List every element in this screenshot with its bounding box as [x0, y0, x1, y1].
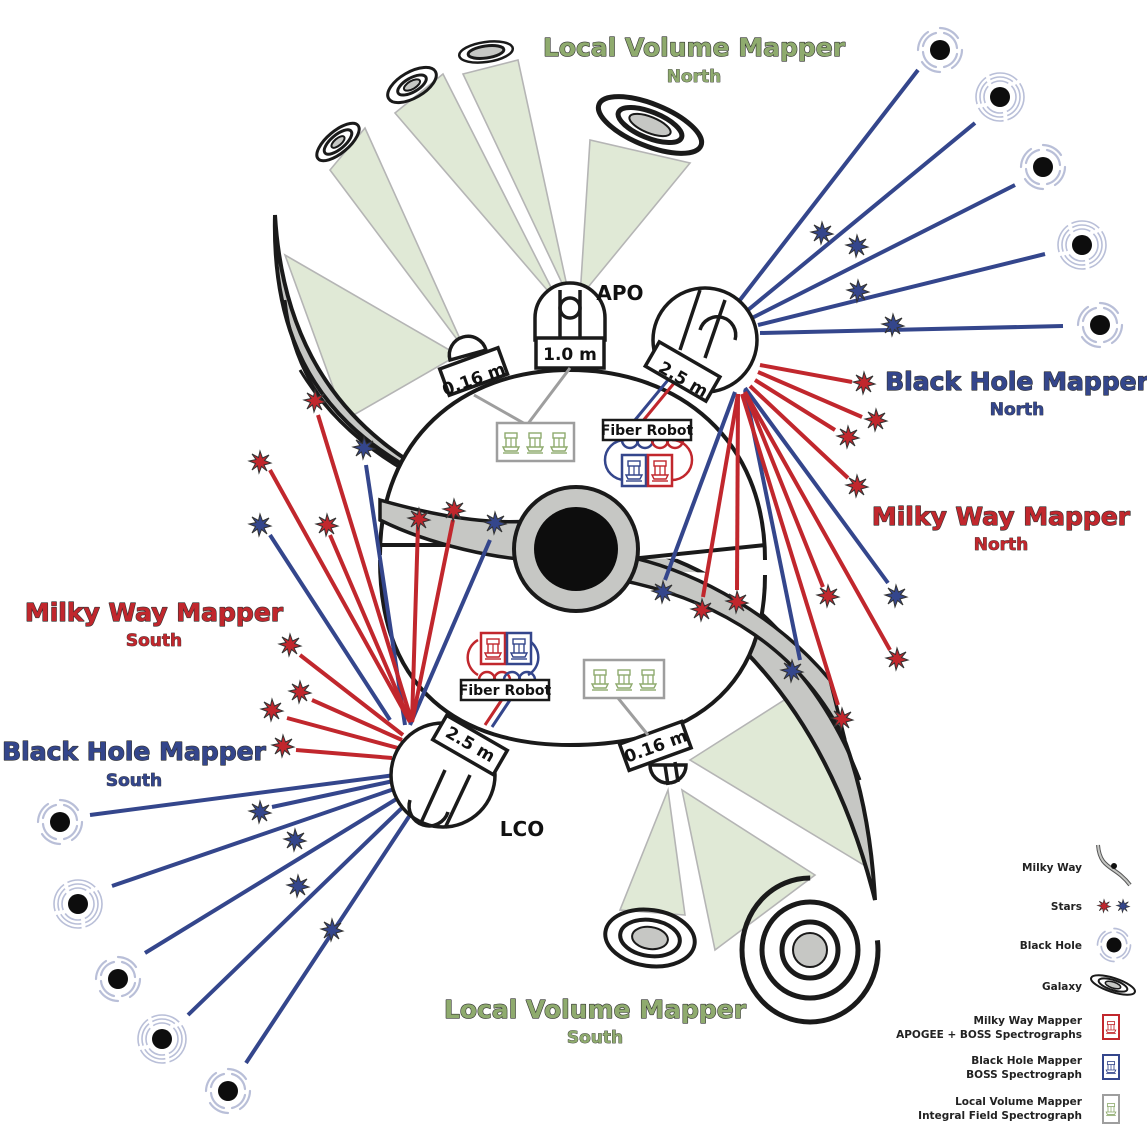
galaxy-icon — [603, 875, 881, 1025]
mwm-north-title: Milky Way Mapper — [872, 502, 1131, 531]
mwm-south-sub: South — [126, 631, 182, 651]
legend-bhm-line2: BOSS Spectrograph — [966, 1069, 1082, 1081]
legend-bhm-line1: Black Hole Mapper — [971, 1055, 1083, 1067]
lvm-spectrograph-icon — [1102, 1094, 1120, 1124]
legend-lvm-line1: Local Volume Mapper — [955, 1096, 1083, 1108]
bhm-north-fibers — [663, 68, 1064, 661]
lco-label: LCO — [500, 817, 544, 841]
mwm-north-sub: North — [974, 535, 1029, 555]
stars-icon — [1097, 899, 1130, 913]
bhm-north-sub: North — [990, 400, 1045, 420]
bhm-north-title: Black Hole Mapper — [885, 367, 1147, 396]
lvm-south-sub: South — [567, 1028, 623, 1048]
lvm-south-fields — [618, 688, 874, 952]
apo-label: APO — [596, 281, 643, 305]
galactic-center — [512, 485, 640, 613]
lco-telescope-25m — [389, 712, 510, 829]
legend-lvm-line2: Integral Field Spectrograph — [918, 1110, 1082, 1122]
apo-lvm-spectrograph — [473, 367, 576, 463]
bhm-spectrograph-icon — [1102, 1054, 1120, 1080]
apo-telescope-1m — [533, 281, 607, 370]
lco-telescope-016m — [617, 719, 694, 786]
mwm-south-fibers — [268, 414, 455, 760]
legend-mwm-line1: Milky Way Mapper — [974, 1015, 1083, 1027]
legend-mwm-line2: APOGEE + BOSS Spectrographs — [896, 1029, 1082, 1041]
lvm-south-title: Local Volume Mapper — [444, 995, 747, 1024]
mwm-north-fibers — [701, 363, 892, 706]
bhm-south-sub: South — [106, 771, 162, 791]
fiber-cables — [483, 379, 677, 728]
lco-lvm-spectrograph — [582, 658, 666, 736]
legend-black-hole-label: Black Hole — [1020, 940, 1082, 952]
apo-fiber-robot — [601, 418, 694, 488]
apo-telescope-016m — [437, 334, 510, 398]
apo-fiber-robot-label: Fiber Robot — [601, 423, 694, 439]
lvm-north-title: Local Volume Mapper — [543, 33, 846, 62]
black-hole-icon — [1096, 927, 1132, 963]
milky-way-icon — [1096, 844, 1132, 887]
mwm-spectrograph-icon — [1102, 1014, 1120, 1040]
galaxy-icon — [315, 40, 705, 163]
mwm-south-title: Milky Way Mapper — [25, 598, 284, 627]
lco-fiber-robot-label: Fiber Robot — [459, 683, 552, 699]
lco-fiber-robot — [459, 631, 551, 702]
galaxy-icon — [1090, 974, 1136, 996]
lvm-north-fields — [283, 59, 692, 422]
legend-stars-label: Stars — [1051, 901, 1082, 913]
bhm-south-title: Black Hole Mapper — [2, 737, 266, 766]
legend-milky-way-label: Milky Way — [1022, 862, 1082, 874]
apo-telescope-25m — [642, 286, 759, 404]
legend: Milky Way Stars Black Hole Galaxy Milky … — [896, 844, 1136, 1124]
legend-galaxy-label: Galaxy — [1042, 981, 1082, 993]
apo-1m-label: 1.0 m — [543, 345, 597, 365]
lvm-north-sub: North — [667, 67, 722, 87]
